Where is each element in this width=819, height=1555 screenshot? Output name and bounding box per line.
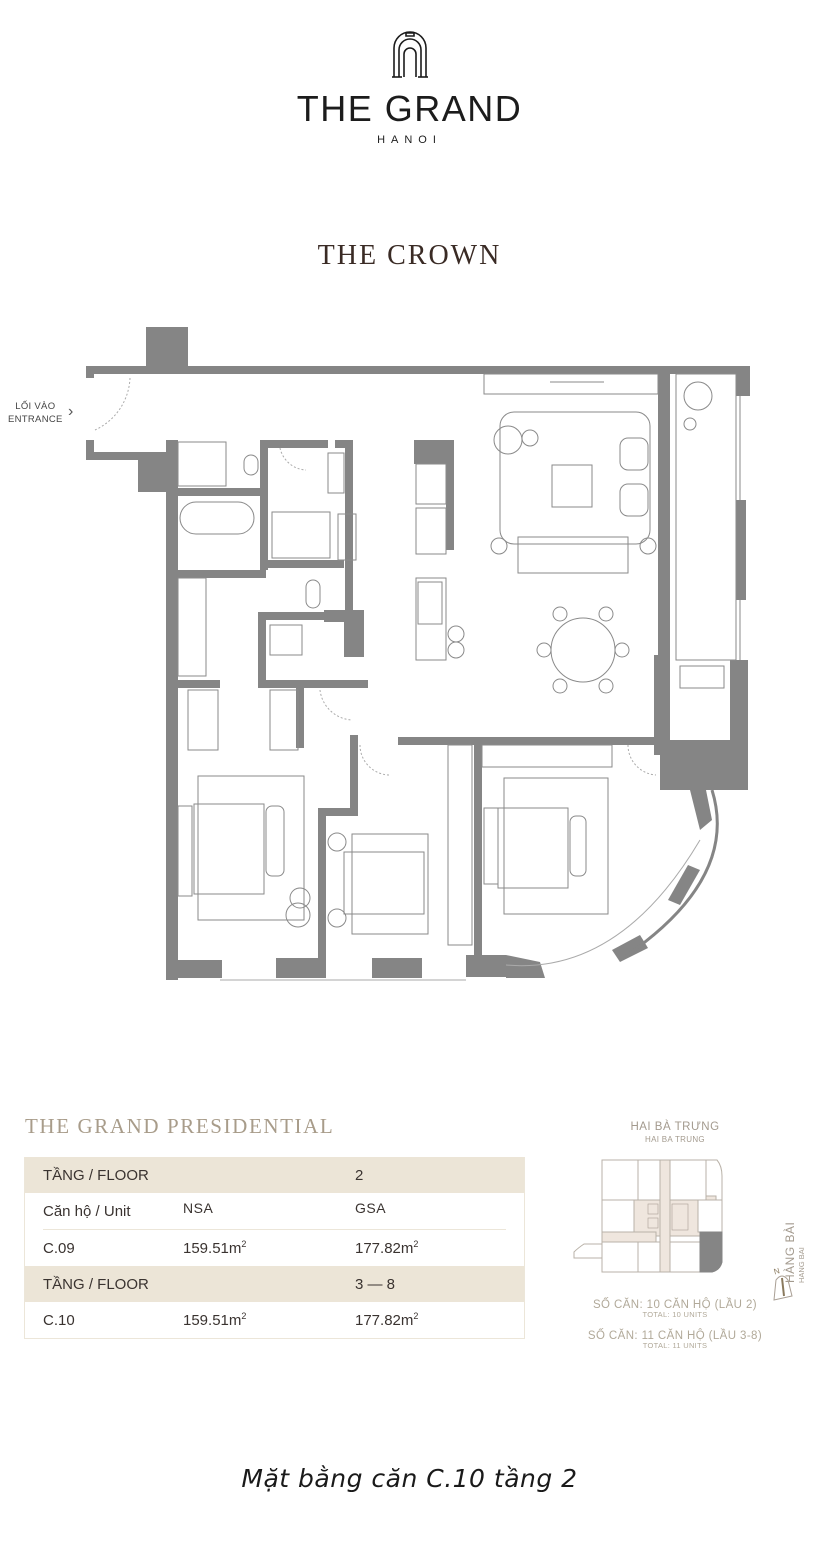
- caption: Mặt bằng căn C.10 tầng 2: [241, 1464, 578, 1493]
- nsa-value: 159.51m2: [183, 1239, 247, 1257]
- units-note-floor-3-8: SỐ CĂN: 11 CĂN HỘ (LẦU 3-8) TOTAL: 11 UN…: [587, 1330, 763, 1350]
- spec-table: TẦNG / FLOOR 2 Căn hộ / Unit NSA GSA C.0…: [24, 1157, 525, 1339]
- floor-label: TẦNG / FLOOR: [43, 1275, 149, 1293]
- gsa-header: GSA: [355, 1200, 387, 1216]
- unit-title: THE CROWN: [317, 240, 502, 271]
- table-row: C.09 159.51m2 177.82m2: [25, 1230, 524, 1266]
- svg-text:HANG BAI: HANG BAI: [797, 1247, 806, 1283]
- brand-city: HANOI: [377, 134, 442, 146]
- gsa-value: 177.82m2: [355, 1311, 419, 1329]
- entrance-label-en: ENTRANCE: [8, 414, 63, 425]
- nsa-value: 159.51m2: [183, 1311, 247, 1329]
- brand-name: THE GRAND: [296, 88, 523, 129]
- table-header-row: Căn hộ / Unit NSA GSA: [25, 1193, 524, 1229]
- table-row: C.10 159.51m2 177.82m2: [25, 1302, 524, 1338]
- entrance-label-vi: LỐI VÀO: [15, 401, 56, 412]
- floor-value: 3 — 8: [355, 1275, 396, 1293]
- svg-text:N: N: [773, 1266, 781, 1276]
- arch-icon: [392, 31, 428, 78]
- floor-row: TẦNG / FLOOR 2: [25, 1157, 524, 1193]
- floor-plan: [86, 327, 750, 981]
- units-note-floor-2: SỐ CĂN: 10 CĂN HỘ (LẦU 2) TOTAL: 10 UNIT…: [592, 1299, 757, 1319]
- nsa-header: NSA: [183, 1200, 214, 1216]
- svg-text:HÀNG BÀI: HÀNG BÀI: [782, 1222, 797, 1283]
- unit-code: C.10: [43, 1311, 75, 1329]
- street-top-label: HAI BÀ TRƯNG: [630, 1121, 720, 1133]
- divider: [43, 1229, 506, 1230]
- entrance-label: LỐI VÀO ENTRANCE: [8, 400, 63, 426]
- unit-code: C.09: [43, 1239, 75, 1257]
- street-top-label-en: HAI BA TRUNG: [645, 1135, 705, 1144]
- chevron-right-icon: ›: [68, 403, 74, 420]
- section-title: THE GRAND PRESIDENTIAL: [25, 1114, 335, 1138]
- street-right-label: HÀNG BÀI HANG BAI: [782, 1222, 806, 1283]
- floor-label: TẦNG / FLOOR: [43, 1166, 149, 1184]
- gsa-value: 177.82m2: [355, 1239, 419, 1257]
- site-key-plan: [573, 1159, 723, 1273]
- floor-value: 2: [355, 1166, 364, 1184]
- unit-header: Căn hộ / Unit: [43, 1202, 131, 1220]
- floor-row: TẦNG / FLOOR 3 — 8: [25, 1266, 524, 1302]
- north-arrow-icon: N: [773, 1266, 793, 1301]
